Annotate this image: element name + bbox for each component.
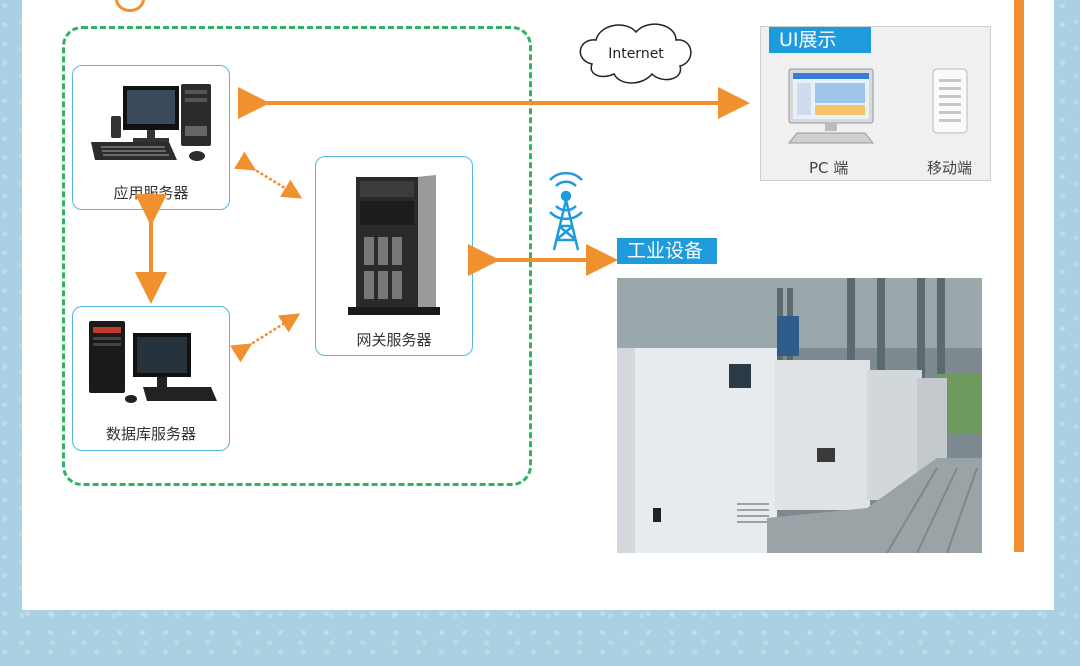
tower-server-icon <box>348 175 440 315</box>
db-server-node: 数据库服务器 <box>72 306 230 451</box>
orange-side-rail <box>1014 0 1024 552</box>
pc-label: PC 端 <box>809 159 849 177</box>
database-computer-icon <box>89 321 217 403</box>
ui-display-title: UI展示 <box>769 27 871 53</box>
industrial-equipment-title: 工业设备 <box>617 238 717 264</box>
industrial-equipment-photo <box>617 278 982 553</box>
mobile-label: 移动端 <box>927 159 973 177</box>
pc-monitor-icon <box>787 68 875 144</box>
app-server-node: 应用服务器 <box>72 65 230 210</box>
cloud-label: Internet <box>608 46 664 62</box>
desktop-computer-icon <box>91 84 211 161</box>
gateway-server-node: 网关服务器 <box>315 156 473 356</box>
mobile-phone-icon <box>932 68 968 134</box>
gateway-server-label: 网关服务器 <box>356 331 432 349</box>
db-server-label: 数据库服务器 <box>105 425 196 443</box>
ui-display-panel: UI展示 PC 端 移动端 <box>760 26 991 181</box>
app-server-label: 应用服务器 <box>113 184 189 202</box>
